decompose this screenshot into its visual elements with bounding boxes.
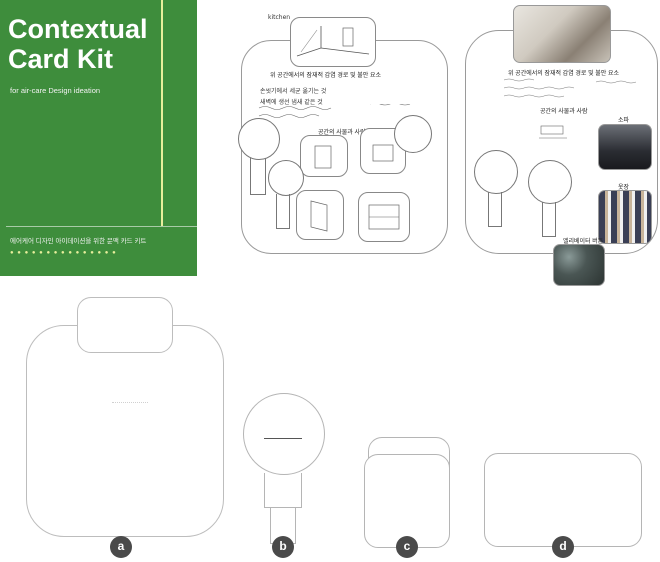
template-b-stem-upper (264, 473, 302, 508)
badge-c: c (396, 536, 418, 558)
sketch-card-tab (290, 17, 376, 67)
cover-title: Contextual Card Kit (8, 14, 148, 74)
living-room-photo (513, 5, 611, 63)
sketch-note-line-1: 손씻기에서 세균 옮기는 것 (260, 88, 327, 95)
photo-card-handwriting (503, 78, 637, 98)
label-closet: 옷장 (618, 185, 630, 191)
sketch-header-scribble: kitchen (268, 14, 291, 21)
bin-sketch-icon (372, 144, 394, 162)
photo-person-stem-1 (488, 192, 502, 227)
photo-person-stem-2 (542, 202, 556, 237)
elevator-button-photo (553, 244, 605, 286)
sofa-photo (598, 124, 652, 170)
photo-person-circle-2 (528, 160, 572, 204)
kit-cover (0, 0, 197, 276)
template-c-front-square (364, 454, 450, 548)
bed-sketch-icon (539, 125, 567, 139)
cover-dotted-line: ● ● ● ● ● ● ● ● ● ● ● ● ● ● ● (10, 250, 117, 256)
sketch-object-box-4 (358, 192, 410, 242)
sketch-person-stem-2 (276, 194, 290, 229)
room-sketch-icon (296, 26, 370, 57)
template-d-rectangle (484, 453, 642, 547)
label-sofa: 소파 (618, 118, 630, 124)
badge-a: a (110, 536, 132, 558)
photo-card-question: 위 공간에서의 잠재적 감염 경로 및 불안 요소 (508, 71, 620, 77)
sketch-person-stem-1 (250, 158, 266, 195)
sketch-person-circle-3 (394, 115, 432, 153)
sketch-card-subtitle: 공간의 사물과 사람 (318, 130, 366, 136)
template-a-tab (77, 297, 173, 353)
sketch-person-circle-1 (238, 118, 280, 160)
badge-d: d (552, 536, 574, 558)
template-a-faint-line (112, 402, 148, 403)
door-sketch-icon (310, 200, 328, 232)
shelf-sketch-icon (368, 204, 400, 230)
sketch-note-line-2: 새벽에 생선 냄새 같은 것 (260, 99, 323, 106)
photo-person-circle-1 (474, 150, 518, 194)
closet-photo (598, 190, 652, 244)
label-elevator: 엘리베이터 버튼 (563, 239, 604, 245)
photo-card-subtitle: 공간의 사물과 사람 (540, 109, 588, 115)
template-b-circle (243, 393, 325, 475)
sketch-person-circle-2 (268, 160, 304, 196)
cover-vertical-line (161, 0, 163, 226)
sketch-card-question: 위 공간에서의 잠재적 감염 경로 및 불안 요소 (270, 73, 382, 79)
template-b-name-line (264, 438, 302, 439)
badge-b: b (272, 536, 294, 558)
frame-sketch-icon (314, 145, 332, 169)
sketch-handwriting-scribbles (258, 104, 411, 118)
template-a-card (26, 325, 224, 537)
sketch-object-box-1 (300, 135, 348, 177)
cover-korean-subtitle: 에어케어 디자인 아이데이션을 위한 문맥 카드 키트 (10, 238, 147, 245)
cover-subtitle: for air-care Design ideation (10, 86, 101, 95)
sketch-object-box-3 (296, 190, 344, 240)
cover-horizontal-line (6, 226, 197, 227)
